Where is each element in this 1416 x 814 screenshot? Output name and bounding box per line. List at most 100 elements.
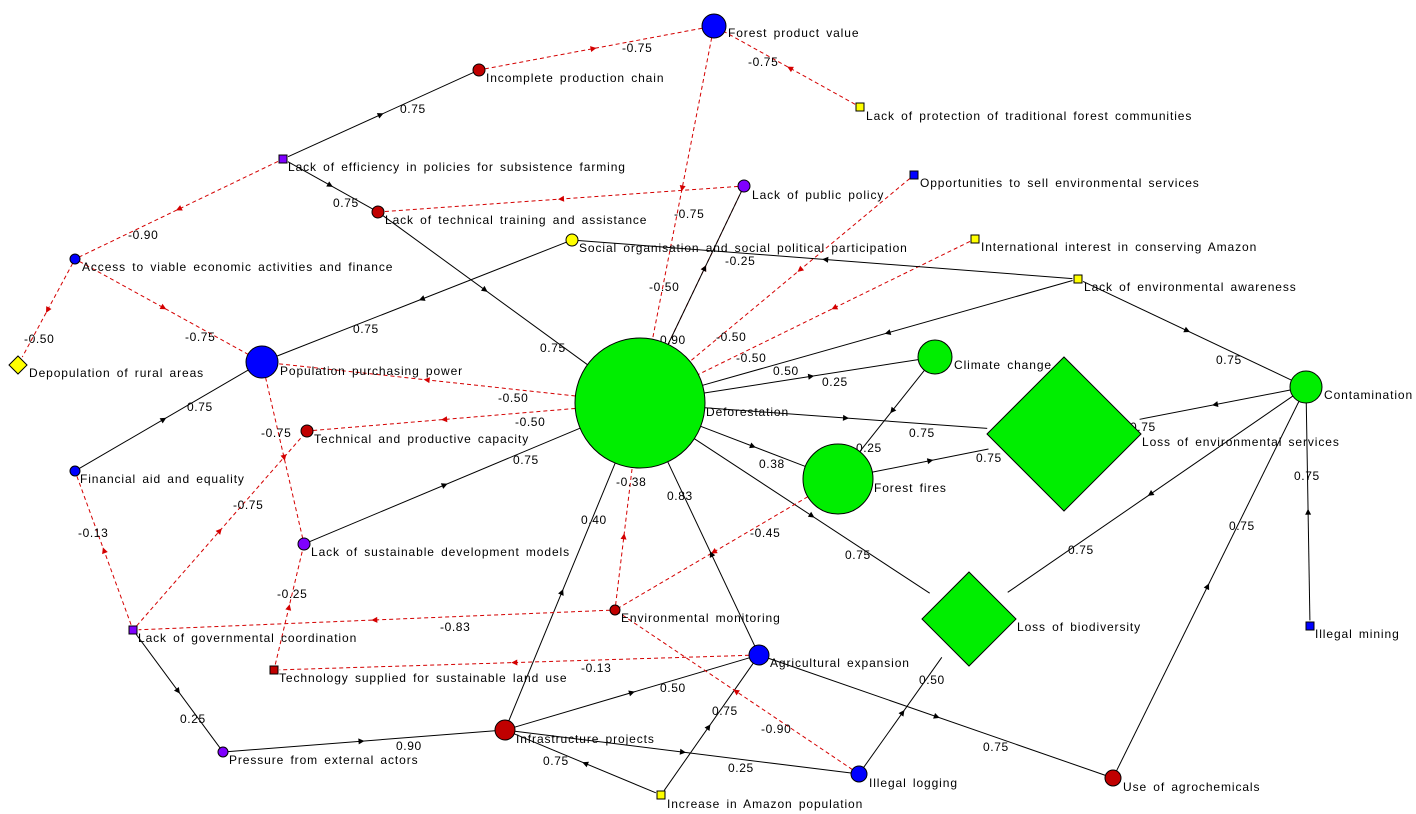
edge-weight-label: 0.50 [660, 681, 686, 695]
node-ppp-circle-icon[interactable] [245, 345, 279, 379]
node-label-lea: Lack of environmental awareness [1084, 280, 1297, 294]
arrowhead-icon [1211, 401, 1219, 408]
edge-weight-label: 0.38 [759, 457, 785, 471]
arrowhead-icon [797, 265, 805, 272]
node-ff-circle-icon[interactable] [802, 443, 874, 515]
arrowhead-icon [371, 616, 378, 623]
node-oses-square-icon[interactable] [909, 170, 919, 180]
node-fae-circle-icon[interactable] [69, 465, 81, 477]
node-sospp-circle-icon[interactable] [565, 233, 579, 247]
edge-weight-label: 0.75 [983, 740, 1009, 754]
arrowhead-icon [558, 195, 565, 202]
arrowhead-icon [1203, 583, 1210, 591]
arrowhead-icon [418, 295, 426, 301]
edge-weight-label: -0.90 [128, 228, 158, 242]
node-tssl-square-icon[interactable] [269, 665, 279, 675]
node-label-ip: Infrastructure projects [516, 732, 655, 746]
node-label-lgc: Lack of governmental coordination [138, 631, 357, 645]
edge-weight-label: 0.75 [353, 322, 379, 336]
node-em-circle-icon[interactable] [609, 604, 621, 616]
node-label-avea: Access to viable economic activities and… [82, 260, 393, 274]
edge-weight-label: 0.75 [543, 754, 569, 768]
edges-layer [21, 27, 1312, 794]
node-cc-circle-icon[interactable] [917, 339, 953, 375]
edge-weight-label: 0.75 [1229, 519, 1255, 533]
arrowhead-icon [1147, 490, 1155, 496]
node-lgc-square-icon[interactable] [128, 625, 138, 635]
edge-weight-label: -0.50 [498, 391, 528, 405]
edge-weight-label: -0.50 [24, 332, 54, 346]
node-lsdm-circle-icon[interactable] [297, 537, 311, 551]
node-ipc-circle-icon[interactable] [472, 63, 486, 77]
node-fpv-circle-icon[interactable] [701, 13, 727, 39]
node-label-sospp: Social organisation and social political… [579, 241, 908, 255]
edge-weight-label: -0.50 [649, 280, 679, 294]
edge-weight-label: 0.50 [773, 364, 799, 378]
arrowhead-icon [679, 184, 686, 192]
edge-weight-label: -0.13 [78, 526, 108, 540]
edge-weight-label: -0.75 [185, 330, 215, 344]
edge-weight-label: 0.75 [1216, 353, 1242, 367]
node-label-lptfc: Lack of protection of traditional forest… [866, 109, 1192, 123]
arrowhead-icon [285, 604, 292, 611]
node-tpc-circle-icon[interactable] [300, 424, 314, 438]
edge-weight-label: 0.83 [667, 489, 693, 503]
edge-weight-label: -0.83 [440, 620, 470, 634]
node-ltta-circle-icon[interactable] [371, 205, 385, 219]
node-lpp-circle-icon[interactable] [737, 179, 751, 193]
edge-weight-label: -0.75 [622, 41, 652, 55]
node-pea-circle-icon[interactable] [217, 746, 229, 758]
arrowhead-icon [926, 458, 934, 465]
arrowhead-icon [326, 181, 333, 187]
arrowhead-icon [480, 285, 488, 292]
node-lptfc-square-icon[interactable] [855, 102, 865, 112]
node-ae-circle-icon[interactable] [748, 644, 770, 666]
node-iica-square-icon[interactable] [970, 234, 980, 244]
node-ua-circle-icon[interactable] [1104, 769, 1122, 787]
edge-weight-label: 0.75 [1068, 543, 1094, 557]
edge-weight-label: 0.75 [909, 426, 935, 440]
node-avea-circle-icon[interactable] [69, 253, 81, 265]
arrowhead-icon [1183, 326, 1191, 333]
node-label-im: Illegal mining [1315, 627, 1400, 641]
node-label-iica: International interest in conserving Ama… [981, 240, 1257, 254]
node-il-circle-icon[interactable] [850, 765, 868, 783]
node-label-def: Deforestation [706, 405, 789, 419]
node-label-tssl: Technology supplied for sustainable land… [279, 671, 567, 685]
edge-weight-label: 0.75 [845, 548, 871, 562]
edge-weight-label: -0.75 [674, 207, 704, 221]
edge-ff-to-em [619, 496, 809, 608]
edge-def-to-tpc [312, 407, 576, 431]
edge-fpv-to-def [652, 37, 713, 340]
node-lob-diamond-icon[interactable] [921, 571, 1017, 667]
node-label-fpv: Forest product value [728, 26, 859, 40]
node-label-les: Loss of environmental services [1142, 435, 1340, 449]
edge-iica-to-def [698, 241, 971, 375]
edge-weight-label: -0.75 [748, 55, 778, 69]
node-im-square-icon[interactable] [1305, 621, 1315, 631]
node-iap-square-icon[interactable] [656, 790, 666, 800]
node-les-diamond-icon[interactable] [986, 356, 1142, 512]
node-lea-square-icon[interactable] [1073, 274, 1083, 284]
edge-weight-label: 0.75 [513, 453, 539, 467]
edge-weight-label: -0.75 [261, 426, 291, 440]
node-dra-diamond-icon[interactable] [8, 355, 28, 375]
node-label-cc: Climate change [954, 358, 1052, 372]
arrowhead-icon [709, 551, 716, 558]
node-con-circle-icon[interactable] [1289, 370, 1323, 404]
node-ip-circle-icon[interactable] [494, 719, 516, 741]
node-label-dra: Depopulation of rural areas [29, 366, 204, 380]
node-label-con: Contamination [1324, 388, 1413, 402]
edge-em-to-def [615, 467, 633, 606]
edge-weight-label: -0.50 [515, 415, 545, 429]
node-label-fae: Financial aid and equality [80, 472, 245, 486]
node-lepsf-square-icon[interactable] [278, 154, 288, 164]
edge-weight-label: -0.25 [277, 587, 307, 601]
edge-weight-label: -0.75 [233, 498, 263, 512]
edge-weight-label: 0.90 [396, 739, 422, 753]
arrowhead-icon [884, 329, 892, 335]
node-def-circle-icon[interactable] [574, 337, 706, 469]
edge-em-to-lgc [138, 609, 611, 631]
